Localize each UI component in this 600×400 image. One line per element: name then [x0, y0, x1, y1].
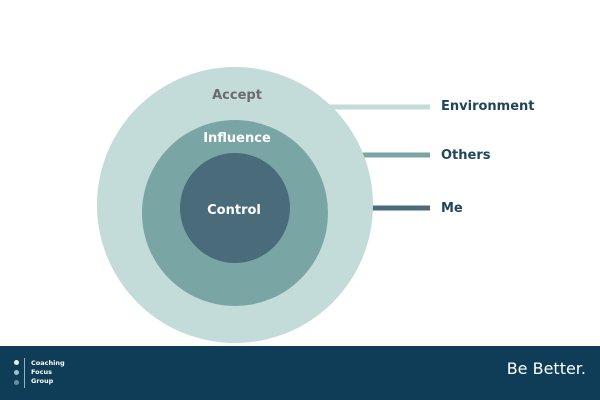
footer-bar: Coaching Focus Group Be Better. — [0, 346, 600, 400]
circles-diagram: Accept Influence Control Environment Oth… — [97, 67, 535, 343]
logo-dot-icon — [14, 360, 19, 365]
logo-dot-icon — [14, 370, 19, 375]
ring-label-accept: Accept — [212, 88, 262, 103]
side-label-others: Others — [441, 148, 491, 163]
side-label-environment: Environment — [441, 99, 535, 114]
coaching-focus-group-logo[interactable]: Coaching Focus Group — [14, 358, 94, 390]
logo-text-line: Group — [31, 377, 54, 385]
ring-label-influence: Influence — [203, 131, 271, 146]
ring-control — [180, 153, 290, 263]
logo-text-line: Focus — [31, 368, 52, 376]
logo-divider — [24, 358, 25, 388]
side-label-me: Me — [441, 201, 463, 216]
ring-label-control: Control — [207, 203, 261, 218]
tagline: Be Better. — [506, 359, 586, 378]
logo-dot-icon — [14, 380, 19, 385]
logo-text-line: Coaching — [31, 359, 65, 367]
